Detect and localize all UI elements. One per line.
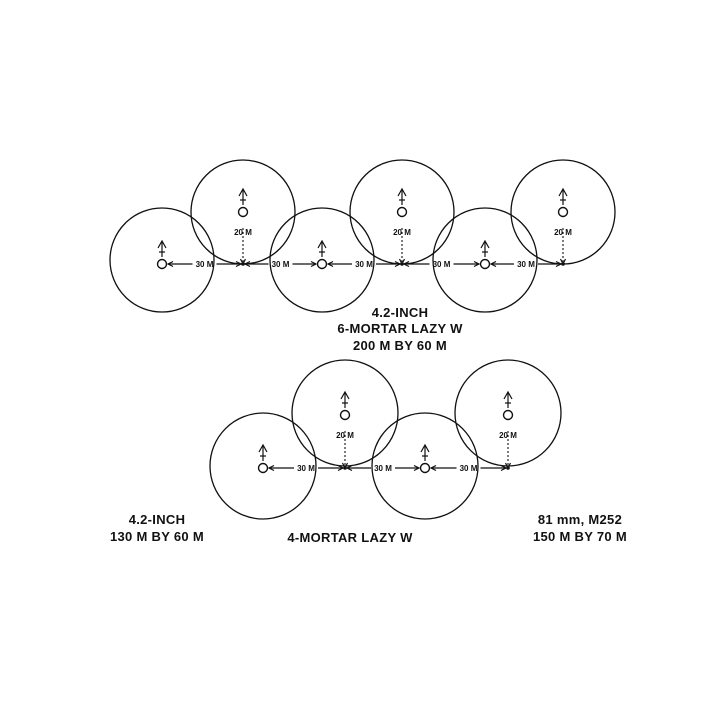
spacing-dimension: 30 M xyxy=(267,464,345,473)
mortar-position xyxy=(557,187,569,218)
mortar-position xyxy=(316,239,328,270)
dimension-arrow xyxy=(345,464,353,472)
spacing-dimension: 30 M xyxy=(402,260,481,269)
offset-dimension: 20 M xyxy=(393,228,411,266)
bottom-caption: 4-MORTAR LAZY W xyxy=(287,530,413,545)
arrow-head-icon xyxy=(420,443,430,453)
dimension-arrow xyxy=(243,260,251,268)
mortar-position xyxy=(237,187,249,218)
offset-label: 20 M xyxy=(499,431,517,440)
spacing-label: 30 M xyxy=(355,260,373,269)
arrow-head-icon xyxy=(558,187,568,197)
dimension-arrow xyxy=(402,260,410,268)
mortar-position-icon xyxy=(479,258,491,270)
dimension-arrow xyxy=(489,260,497,268)
spacing-dimension: 30 M xyxy=(326,260,402,269)
mortar-position xyxy=(396,187,408,218)
spacing-label: 30 M xyxy=(272,260,290,269)
dimension-arrow xyxy=(235,260,243,268)
dimension-arrow xyxy=(326,260,334,268)
arrow-head-icon xyxy=(397,187,407,197)
base-point xyxy=(506,466,510,470)
dimension-arrow xyxy=(473,260,481,268)
top-caption-line-1: 4.2-INCH xyxy=(372,305,429,320)
base-point xyxy=(241,262,245,266)
dimension-arrow xyxy=(166,260,174,268)
spacing-label: 30 M xyxy=(196,260,214,269)
coverage-circle xyxy=(269,207,375,313)
dimension-arrow xyxy=(337,464,345,472)
dimension-arrow xyxy=(394,260,402,268)
offset-dimension: 20 M xyxy=(336,431,354,470)
base-point xyxy=(400,262,404,266)
coverage-circle xyxy=(209,412,317,520)
offset-dimension: 20 M xyxy=(234,228,252,266)
offset-label: 20 M xyxy=(234,228,252,237)
spacing-label: 30 M xyxy=(374,464,392,473)
mortar-position-icon xyxy=(237,206,249,218)
mortar-position-icon xyxy=(339,409,351,421)
mortar-position xyxy=(502,390,514,421)
mortar-position-icon xyxy=(419,462,431,474)
dimension-arrow xyxy=(500,464,508,472)
top-caption-line-2: 6-MORTAR LAZY W xyxy=(337,321,463,336)
arrow-head-icon xyxy=(238,187,248,197)
mortar-position-icon xyxy=(557,206,569,218)
mortar-position-icon xyxy=(156,258,168,270)
arrow-head-icon xyxy=(258,443,268,453)
top-caption-line-3: 200 M BY 60 M xyxy=(353,338,447,353)
mortar-position xyxy=(339,390,351,421)
dimension-arrow xyxy=(429,464,437,472)
mortar-position-icon xyxy=(316,258,328,270)
arrow-head-icon xyxy=(340,390,350,400)
four-mortar-lazy-w-figure: 20 M 20 M 30 M 30 M 30 M xyxy=(209,359,562,520)
dimension-arrow xyxy=(310,260,318,268)
mortar-position xyxy=(257,443,269,474)
coverage-circle xyxy=(291,359,399,467)
spacing-dimension: 30 M xyxy=(166,260,243,269)
six-mortar-lazy-w-figure: 20 M 20 M 20 M 30 M 30 M 30 M 30 M 30 M xyxy=(109,159,616,313)
arrow-head-icon xyxy=(480,239,490,249)
offset-label: 20 M xyxy=(554,228,572,237)
spacing-dimension: 30 M xyxy=(429,464,508,473)
mortar-position-icon xyxy=(396,206,408,218)
coverage-circle xyxy=(371,412,479,520)
spacing-label: 30 M xyxy=(297,464,315,473)
mortar-position xyxy=(419,443,431,474)
mortar-position-icon xyxy=(257,462,269,474)
mortar-position-icon xyxy=(502,409,514,421)
spacing-label: 30 M xyxy=(517,260,535,269)
spacing-label: 30 M xyxy=(433,260,451,269)
coverage-circle xyxy=(432,207,538,313)
coverage-circle xyxy=(109,207,215,313)
right-caption-line-1: 81 mm, M252 xyxy=(538,512,622,527)
arrow-head-icon xyxy=(317,239,327,249)
offset-dimension: 20 M xyxy=(554,228,572,266)
right-caption-line-2: 150 M BY 70 M xyxy=(533,529,627,544)
spacing-label: 30 M xyxy=(460,464,478,473)
offset-label: 20 M xyxy=(336,431,354,440)
mortar-position xyxy=(156,239,168,270)
coverage-circle xyxy=(454,359,562,467)
left-caption-line-2: 130 M BY 60 M xyxy=(110,529,204,544)
dimension-arrow xyxy=(267,464,275,472)
base-point xyxy=(343,466,347,470)
spacing-dimension: 30 M xyxy=(345,464,421,473)
offset-label: 20 M xyxy=(393,228,411,237)
mortar-position xyxy=(479,239,491,270)
arrow-head-icon xyxy=(157,239,167,249)
spacing-dimension: 30 M xyxy=(489,260,563,269)
arrow-head-icon xyxy=(503,390,513,400)
left-caption-line-1: 4.2-INCH xyxy=(129,512,186,527)
dimension-arrow xyxy=(555,260,563,268)
offset-dimension: 20 M xyxy=(499,431,517,470)
spacing-dimension: 30 M xyxy=(243,260,318,269)
base-point xyxy=(561,262,565,266)
dimension-arrow xyxy=(413,464,421,472)
